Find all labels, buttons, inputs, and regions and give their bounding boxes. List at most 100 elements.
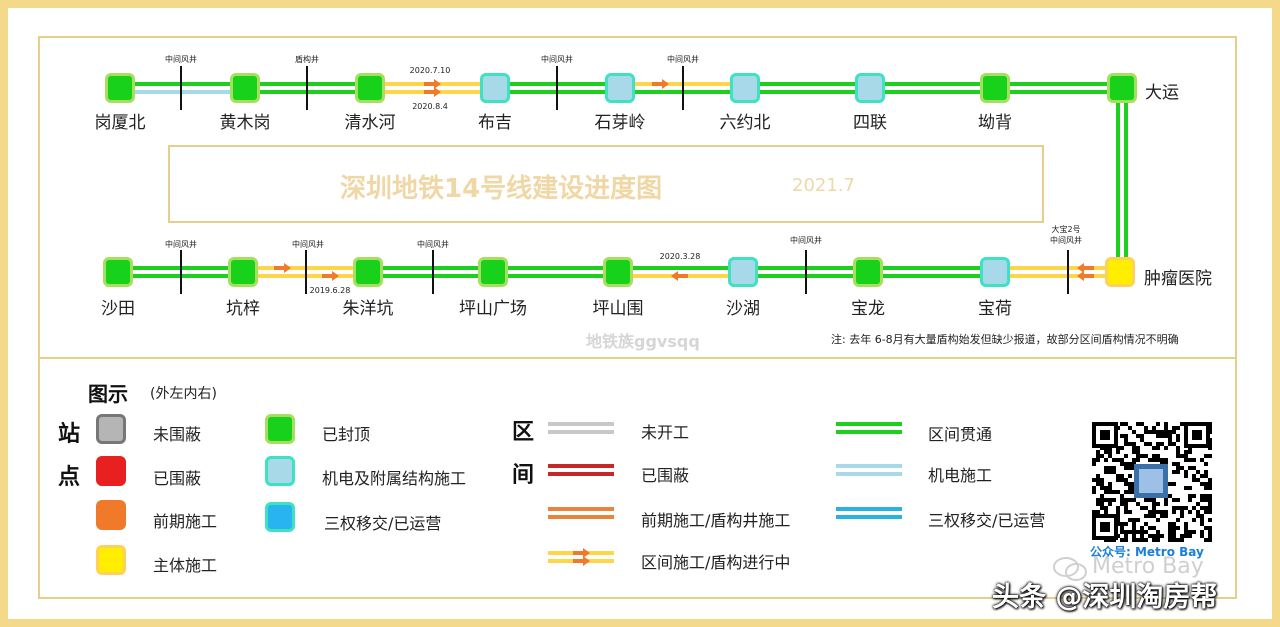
qr-module <box>1176 446 1180 450</box>
wechat-bubble-icon <box>1053 557 1087 581</box>
qr-module <box>1108 470 1112 474</box>
qr-module <box>1200 482 1204 486</box>
legend-section-label: 未开工 <box>641 423 690 442</box>
qr-module <box>1192 458 1196 462</box>
qr-module <box>1208 534 1212 538</box>
qr-module <box>1152 498 1156 502</box>
qr-module <box>1112 458 1116 462</box>
legend-station-label: 已围蔽 <box>153 469 202 488</box>
qr-module <box>1180 422 1184 426</box>
date-tag: 2020.7.10 <box>409 66 451 75</box>
qr-module <box>1140 454 1144 458</box>
qr-module <box>1176 438 1180 442</box>
qr-module <box>1100 494 1104 498</box>
qr-module <box>1172 462 1176 466</box>
qr-module <box>1208 510 1212 514</box>
qr-module <box>1156 422 1160 426</box>
qr-module <box>1104 450 1108 454</box>
qr-module <box>1168 434 1172 438</box>
qr-module <box>1132 498 1136 502</box>
qr-module <box>1172 482 1176 486</box>
arrow-qsh-1 <box>424 79 441 89</box>
qr-module <box>1184 474 1188 478</box>
shaft-tag: 大宝2号 <box>1051 225 1081 234</box>
qr-module <box>1128 426 1132 430</box>
qr-module <box>1184 454 1188 458</box>
qr-module <box>1112 470 1116 474</box>
station-label: 布吉 <box>478 113 512 133</box>
qr-module <box>1176 466 1180 470</box>
qr-module <box>1156 538 1160 542</box>
qr-module <box>1188 466 1192 470</box>
qr-module <box>1128 510 1132 514</box>
qr-module <box>1200 494 1204 498</box>
qr-module <box>1128 518 1132 522</box>
station-label: 宝荷 <box>978 299 1012 319</box>
qr-module <box>1168 530 1172 534</box>
qr-module <box>1208 498 1212 502</box>
legend-station-char-2: 点 <box>58 465 81 490</box>
qr-module <box>1152 454 1156 458</box>
qr-module <box>1184 526 1188 530</box>
qr-finder <box>1100 522 1110 532</box>
qr-module <box>1124 530 1128 534</box>
station-label: 四联 <box>853 113 887 133</box>
qr-module <box>1128 530 1132 534</box>
qr-module <box>1120 458 1124 462</box>
qr-module <box>1164 426 1168 430</box>
qr-module <box>1128 442 1132 446</box>
qr-module <box>1120 478 1124 482</box>
qr-module <box>1204 494 1208 498</box>
qr-module <box>1124 482 1128 486</box>
qr-module <box>1096 502 1100 506</box>
station-label: 宝龙 <box>851 299 885 319</box>
qr-module <box>1096 474 1100 478</box>
legend-section-label: 前期施工/盾构井施工 <box>641 511 791 530</box>
qr-module <box>1184 506 1188 510</box>
legend-section-char-2: 间 <box>512 463 535 488</box>
watermark-metro-bay: Metro Bay <box>1092 554 1204 579</box>
qr-module <box>1136 446 1140 450</box>
qr-module <box>1176 518 1180 522</box>
qr-module <box>1124 490 1128 494</box>
qr-module <box>1152 458 1156 462</box>
station-marker <box>605 73 635 103</box>
qr-module <box>1176 426 1180 430</box>
qr-module <box>1120 502 1124 506</box>
qr-module <box>1092 510 1096 514</box>
qr-module <box>1092 486 1096 490</box>
qr-module <box>1140 530 1144 534</box>
qr-module <box>1184 450 1188 454</box>
qr-module <box>1148 430 1152 434</box>
qr-module <box>1100 478 1104 482</box>
qr-module <box>1156 430 1160 434</box>
station-label: 清水河 <box>344 113 396 133</box>
qr-module <box>1136 434 1140 438</box>
legend-station-label: 主体施工 <box>153 556 218 575</box>
qr-module <box>1180 534 1184 538</box>
qr-module <box>1120 538 1124 542</box>
qr-module <box>1172 470 1176 474</box>
qr-module <box>1188 450 1192 454</box>
qr-module <box>1108 450 1112 454</box>
qr-module <box>1120 498 1124 502</box>
qr-module <box>1136 538 1140 542</box>
qr-module <box>1120 526 1124 530</box>
station-marker <box>980 73 1010 103</box>
shaft-tag: 中间风井 <box>165 240 197 249</box>
arrow-qsh-2 <box>424 87 441 97</box>
qr-module <box>1208 494 1212 498</box>
qr-module <box>1148 510 1152 514</box>
qr-module <box>1104 510 1108 514</box>
qr-module <box>1164 434 1168 438</box>
qr-module <box>1204 470 1208 474</box>
shaft-tag: 中间风井 <box>790 236 822 245</box>
shaft-tag: 中间风井 <box>541 55 573 64</box>
qr-module <box>1176 538 1180 542</box>
qr-module <box>1152 534 1156 538</box>
qr-module <box>1168 482 1172 486</box>
qr-module <box>1172 498 1176 502</box>
arrow-kz-2 <box>322 271 339 281</box>
qr-module <box>1204 538 1208 542</box>
qr-module <box>1104 498 1108 502</box>
